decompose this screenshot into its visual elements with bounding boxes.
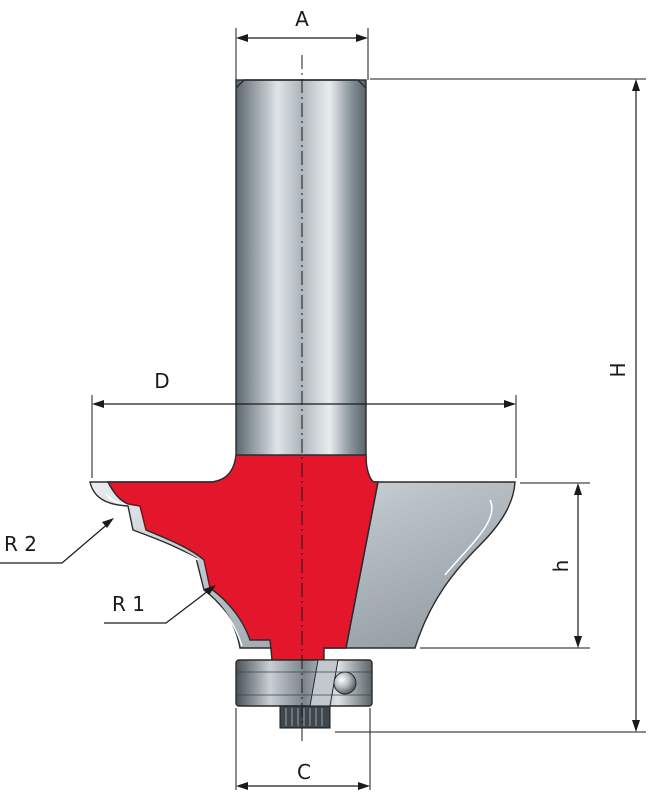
dimension-h-cut-label: h <box>549 560 573 573</box>
radius-r1-label: R 1 <box>112 592 145 616</box>
dimension-d-label: D <box>154 369 169 393</box>
dimension-a-label: A <box>295 7 309 31</box>
dimension-h-total: H <box>335 78 646 733</box>
dimension-c: C <box>235 708 371 790</box>
bearing-screw <box>279 705 331 729</box>
dimension-c-label: C <box>297 760 311 784</box>
dimension-a: A <box>235 7 369 80</box>
dimension-h-total-label: H <box>606 362 630 377</box>
bearing <box>235 659 373 707</box>
radius-r2-label: R 2 <box>4 532 37 556</box>
radius-r2-leader: R 2 <box>0 518 114 564</box>
radius-r1-leader: R 1 <box>104 585 216 624</box>
cutter-body <box>106 454 379 661</box>
dimension-h-cut: h <box>420 482 590 649</box>
dimension-d: D <box>91 369 517 478</box>
shank <box>235 79 367 476</box>
